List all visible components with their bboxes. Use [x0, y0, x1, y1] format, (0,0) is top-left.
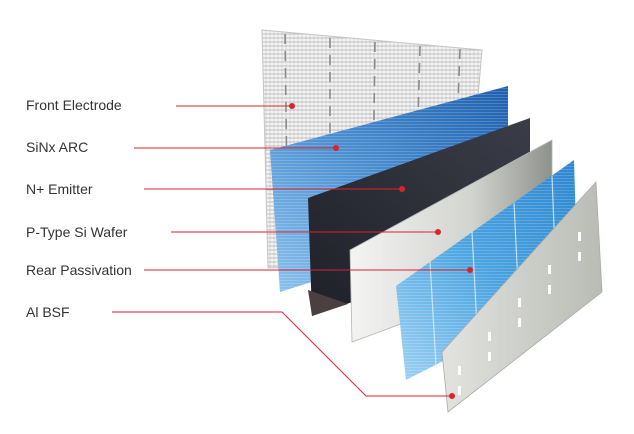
leader-lines [112, 105, 470, 397]
dot-front-electrode [289, 103, 295, 109]
label-al-bsf: Al BSF [26, 304, 70, 320]
dot-sinx-arc [333, 145, 339, 151]
label-rear-passivation: Rear Passivation [26, 262, 132, 278]
label-sinx-arc: SiNx ARC [26, 139, 89, 155]
dot-rear-passivation [467, 267, 473, 273]
label-front-electrode: Front Electrode [26, 97, 122, 113]
dot-p-wafer [435, 229, 441, 235]
dot-al-bsf [449, 393, 455, 399]
label-p-type-wafer: P-Type Si Wafer [26, 224, 128, 240]
label-n-emitter: N+ Emitter [26, 181, 93, 197]
dot-n-emitter [399, 186, 405, 192]
leader-al-bsf [112, 311, 452, 397]
al-bsf-layer [441, 181, 603, 413]
leader-dots [289, 103, 473, 399]
